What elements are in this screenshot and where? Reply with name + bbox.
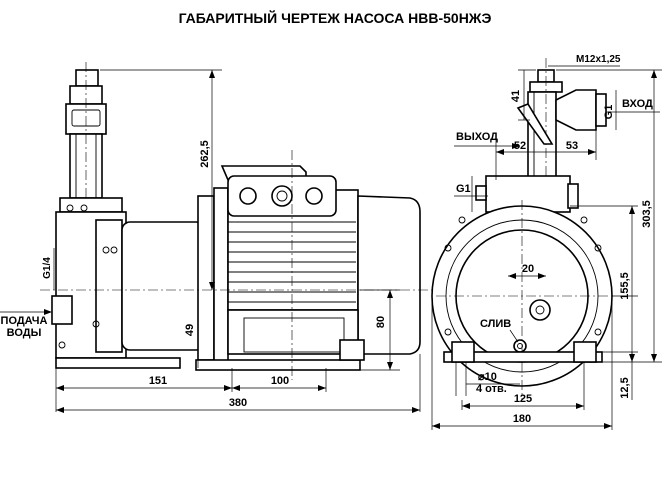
inlet-thread-label: G1: [603, 105, 615, 120]
side-view: M12x1,25 41 ВХОД G1 ВЫХОД 52 53 G1: [431, 54, 662, 430]
outlet-cone: [516, 103, 554, 145]
holes-count-label: 4 отв.: [476, 383, 507, 395]
dim-52: 52: [514, 140, 526, 152]
dim-80: 80: [375, 316, 387, 328]
base-foot: [195, 359, 361, 371]
dim-380: 380: [229, 397, 247, 409]
inlet-label: ВХОД: [622, 98, 653, 110]
thread-label: M12x1,25: [576, 54, 621, 65]
dim-155-5: 155,5: [619, 272, 631, 300]
dim-41: 41: [510, 90, 522, 102]
pump-head: [51, 197, 205, 369]
dim-100: 100: [271, 375, 289, 387]
g14-port-label: G1/4: [42, 257, 53, 279]
ejector-pipe: [65, 62, 107, 360]
outlet-label: ВЫХОД: [456, 131, 498, 143]
dim-53: 53: [566, 140, 578, 152]
side-base: [443, 351, 603, 363]
dim-125: 125: [514, 393, 532, 405]
terminal-box: [220, 165, 337, 217]
dim-49: 49: [184, 324, 196, 336]
inlet-nozzle: [555, 89, 607, 131]
outlet-thread-label: G1: [456, 183, 471, 195]
dim-303-5: 303,5: [641, 200, 653, 228]
dim-262-5: 262,5: [199, 140, 211, 168]
hole-diameter-label: ⌀10: [478, 371, 497, 383]
water-supply-label-line1: ПОДАЧА: [1, 315, 48, 327]
water-supply-label-line2: ВОДЫ: [7, 327, 42, 339]
dim-20: 20: [522, 263, 534, 275]
drawing-title: ГАБАРИТНЫЙ ЧЕРТЕЖ НАСОСА НВВ-50НЖЭ: [179, 9, 492, 26]
dim-180: 180: [513, 413, 531, 425]
motor-flange: [197, 195, 215, 361]
drain-label: СЛИВ: [480, 318, 511, 330]
dim-151: 151: [149, 375, 167, 387]
front-view: G1/4 ПОДАЧА ВОДЫ 262,5 49 80 151: [0, 62, 440, 413]
dim-12-5: 12,5: [619, 377, 631, 398]
